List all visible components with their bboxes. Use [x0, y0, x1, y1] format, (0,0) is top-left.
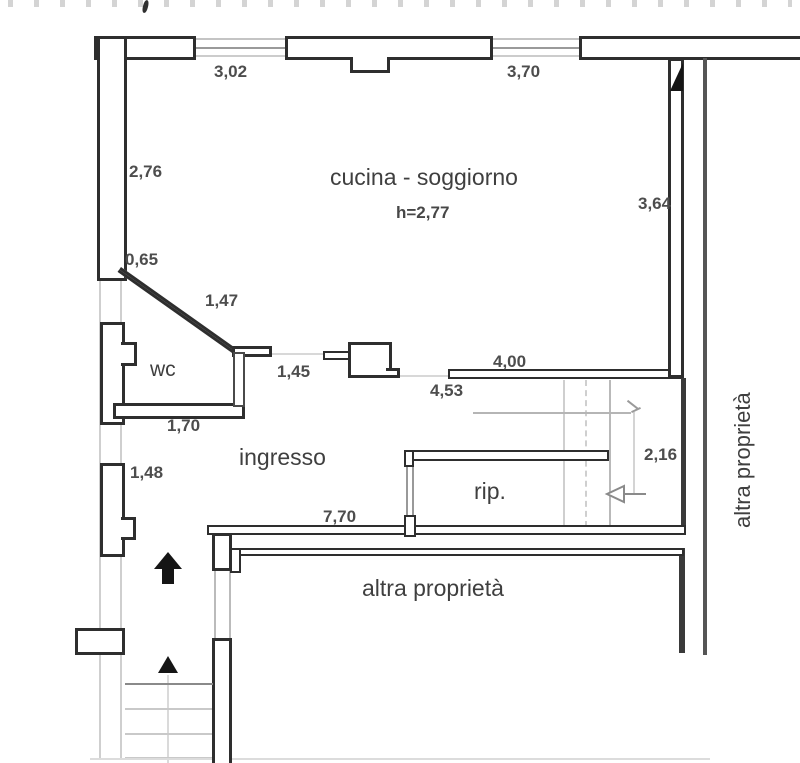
room-label-ingresso: ingresso [239, 444, 326, 470]
room-label-wc: wc [150, 358, 176, 381]
wall-wc-bottom [113, 403, 245, 419]
pillar-stub [323, 351, 350, 360]
boundary-right-outer [703, 58, 707, 655]
wall-lower-opening-line-1 [214, 571, 216, 638]
entrance-arrow-head [154, 552, 182, 569]
wall-stub-after-diagonal [232, 346, 272, 357]
wall-rip-top-left-jamb [404, 450, 414, 467]
cropped-text-fragment [8, 0, 792, 7]
wall-lower-opening-line-2 [229, 571, 231, 638]
stairs-tread-1 [125, 683, 213, 685]
pillar-foot [386, 368, 400, 378]
room-label-altra-right: altra proprietà [730, 392, 755, 528]
dim-label-170: 1,70 [167, 416, 201, 435]
wall-jamb-148-bump [121, 517, 136, 540]
wall-rip-top [404, 450, 609, 461]
wall-top-notch [350, 57, 390, 73]
stairs-tread-3 [125, 733, 213, 735]
room-label-cucina: cucina - soggiorno [330, 164, 518, 190]
room-label-cucina-height: h=2,77 [396, 203, 450, 222]
window-370-line3 [493, 55, 579, 57]
stairs-tread-2 [125, 708, 213, 710]
wall-top-segment-c [579, 36, 800, 60]
window-302-line1 [196, 38, 285, 40]
dim-label-770: 7,70 [323, 507, 357, 526]
dim-label-370: 3,70 [507, 62, 541, 81]
window-370-line1 [493, 38, 579, 40]
dim-label-302: 3,02 [214, 62, 248, 81]
wall-stair-right [681, 378, 686, 530]
wall-wc-left-bump [121, 342, 137, 366]
wall-cucina-south [448, 369, 684, 379]
wall-altra-top-left-step [230, 548, 241, 573]
dim-label-147: 1,47 [205, 291, 239, 310]
window-370-line2 [493, 47, 579, 49]
wall-rip-left [406, 461, 414, 519]
stair-walk-line-vertical [633, 412, 635, 494]
door-opening-line-145 [272, 353, 323, 355]
wall-rip-bottom-jamb [404, 515, 416, 537]
dim-label-145: 1,45 [277, 362, 311, 381]
wall-cucina-right [668, 58, 684, 378]
stairs-up-triangle [158, 656, 178, 673]
wall-bottom-770 [207, 525, 686, 535]
wall-lower-vertical-bottom [212, 638, 232, 763]
wall-jamb-148 [100, 463, 125, 557]
wall-lower-vertical-top [212, 533, 232, 571]
wall-left [97, 36, 127, 281]
page-bottom-line [90, 758, 710, 760]
dim-label-453: 4,53 [430, 381, 464, 400]
wall-bottomright-vertical [679, 548, 685, 653]
dim-label-400: 4,00 [493, 352, 527, 371]
dim-label-065: 0,65 [125, 250, 159, 269]
entrance-arrow-stem [162, 568, 174, 584]
dim-label-276: 2,76 [129, 162, 163, 181]
window-302-line3 [196, 55, 285, 57]
pillar-block [348, 342, 392, 378]
dim-label-364: 3,64 [638, 194, 672, 213]
wall-top-notch-cover [353, 55, 387, 61]
dim-label-216: 2,16 [644, 445, 678, 464]
wall-altra-top [236, 548, 684, 556]
wall-wc-right [233, 352, 245, 407]
window-302-line2 [196, 47, 285, 49]
dim-label-148: 1,48 [130, 463, 164, 482]
wall-box-left [75, 628, 125, 655]
stair-direction-arrow-left [604, 484, 646, 504]
floor-joint-line [398, 375, 448, 377]
room-label-altra-bottom: altra proprietà [362, 575, 504, 601]
stairs-center-line [167, 675, 169, 763]
stair-tread-line-3 [609, 380, 611, 527]
stair-walk-arrowhead-tick [631, 406, 641, 414]
room-label-rip: rip. [474, 478, 506, 504]
stair-walk-line [473, 412, 631, 414]
